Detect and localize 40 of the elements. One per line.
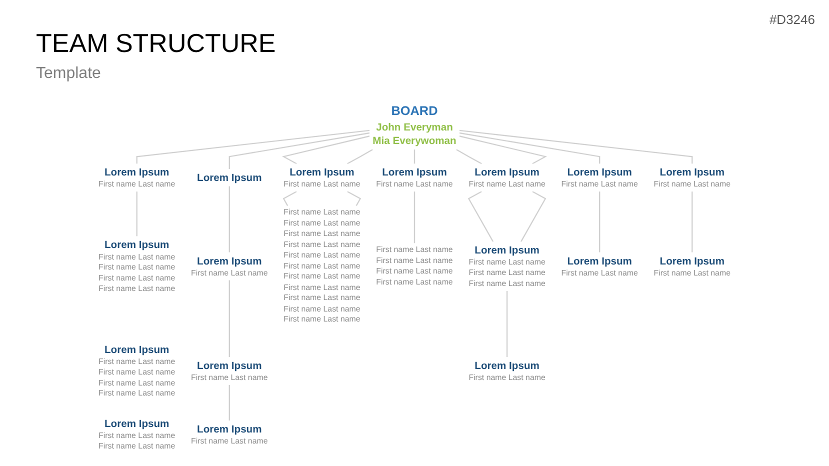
- connector: [599, 192, 600, 252]
- node-label: Lorem Ipsum: [660, 166, 724, 178]
- title: TEAM STRUCTURE: [36, 28, 276, 59]
- product-code: #D3246: [769, 12, 815, 27]
- node-label: Lorem Ipsum: [382, 166, 447, 178]
- node-label: Lorem Ipsum: [197, 359, 262, 372]
- node-label: John Everyman: [376, 120, 453, 133]
- connector: [414, 149, 416, 164]
- connector: [136, 192, 138, 236]
- node-label: Lorem Ipsum: [567, 166, 632, 178]
- connector: [459, 132, 600, 164]
- connector: [692, 192, 693, 252]
- node-label: Lorem Ipsum: [197, 171, 262, 184]
- connector: [228, 186, 230, 252]
- node-label: Lorem Ipsum: [474, 244, 540, 256]
- node-label: Lorem Ipsum: [104, 238, 170, 251]
- connector: [282, 191, 297, 206]
- connector: [520, 191, 546, 242]
- node-label: Lorem Ipsum: [104, 166, 170, 178]
- connector: [347, 148, 373, 164]
- connector: [136, 130, 370, 164]
- connector: [459, 136, 548, 164]
- connector: [456, 148, 482, 164]
- node-label: BOARD: [391, 104, 438, 118]
- connector: [282, 136, 370, 164]
- connector: [506, 290, 508, 358]
- connector: [468, 191, 494, 242]
- node-label: Lorem Ipsum: [567, 254, 632, 267]
- connector: [459, 130, 693, 164]
- node-label: Lorem Ipsum: [474, 166, 540, 178]
- connector: [347, 191, 362, 206]
- connector: [228, 132, 370, 170]
- node-label: Lorem Ipsum: [197, 254, 262, 267]
- connector: [414, 192, 416, 244]
- subtitle: Template: [36, 65, 101, 83]
- node-label: Lorem Ipsum: [660, 254, 724, 267]
- connector: [228, 280, 230, 358]
- connector: [228, 384, 230, 421]
- node-label: Mia Everywoman: [372, 134, 456, 147]
- node-label: Lorem Ipsum: [290, 166, 354, 178]
